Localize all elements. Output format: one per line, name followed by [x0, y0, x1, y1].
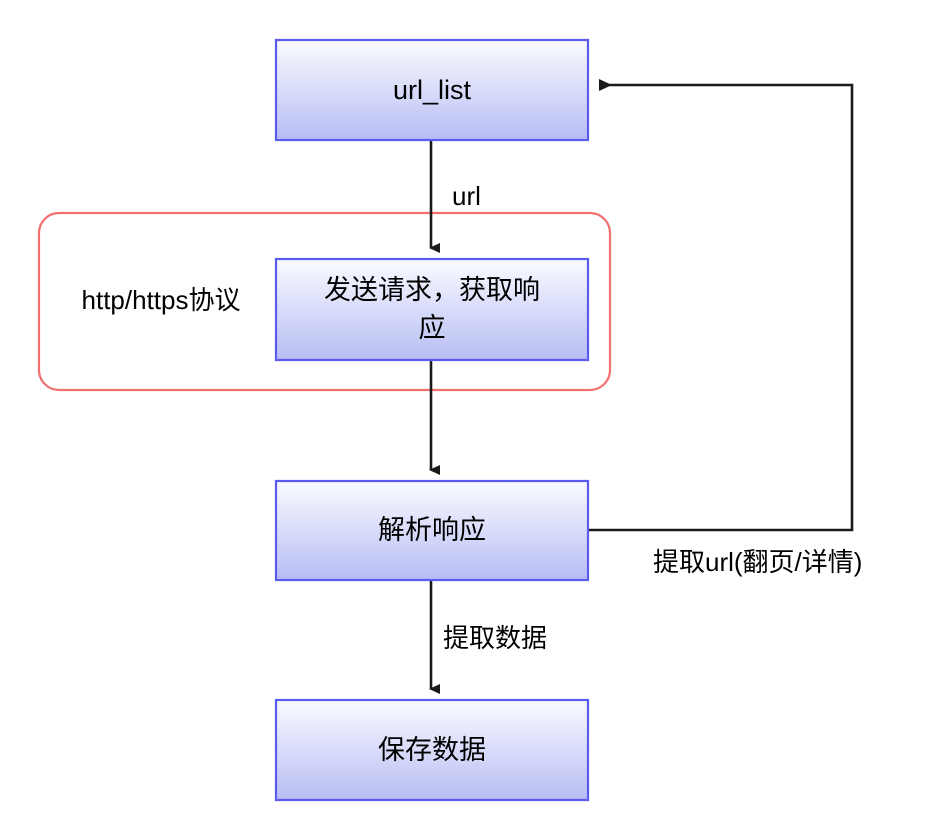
node-parse_response[interactable]: 解析响应	[274, 479, 590, 582]
node-url_list[interactable]: url_list	[274, 38, 590, 142]
edge-parse_response-to-save_data: 提取数据	[429, 580, 547, 694]
node-send_request-box[interactable]	[274, 257, 590, 362]
node-url_list-box[interactable]	[274, 38, 590, 142]
edge-label-extract-data: 提取数据	[443, 623, 547, 653]
node-save_data[interactable]: 保存数据	[274, 698, 590, 802]
node-parse_response-label: 解析响应	[378, 515, 486, 545]
node-send_request[interactable]: 发送请求，获取响 应	[274, 257, 590, 362]
edge-label-extract-url: 提取url(翻页/详情)	[653, 547, 862, 577]
protocol-group-label: http/https协议	[82, 285, 241, 315]
node-parse_response-box[interactable]	[274, 479, 590, 582]
node-send_request-label-line2: 应	[419, 313, 446, 343]
edge-line	[588, 79, 854, 532]
node-send_request-label-line1: 发送请求，获取响	[324, 275, 540, 305]
protocol-group: http/https协议	[37, 211, 612, 392]
node-url_list-label: url_list	[393, 75, 472, 105]
node-save_data-box[interactable]	[274, 698, 590, 802]
node-save_data-label: 保存数据	[378, 735, 486, 765]
edge-label-url: url	[452, 181, 481, 211]
edge-url_list-to-send_request: url	[429, 140, 481, 253]
protocol-group-frame	[37, 211, 612, 392]
edge-parse_response-to-url_list: 提取url(翻页/详情)	[588, 79, 862, 577]
